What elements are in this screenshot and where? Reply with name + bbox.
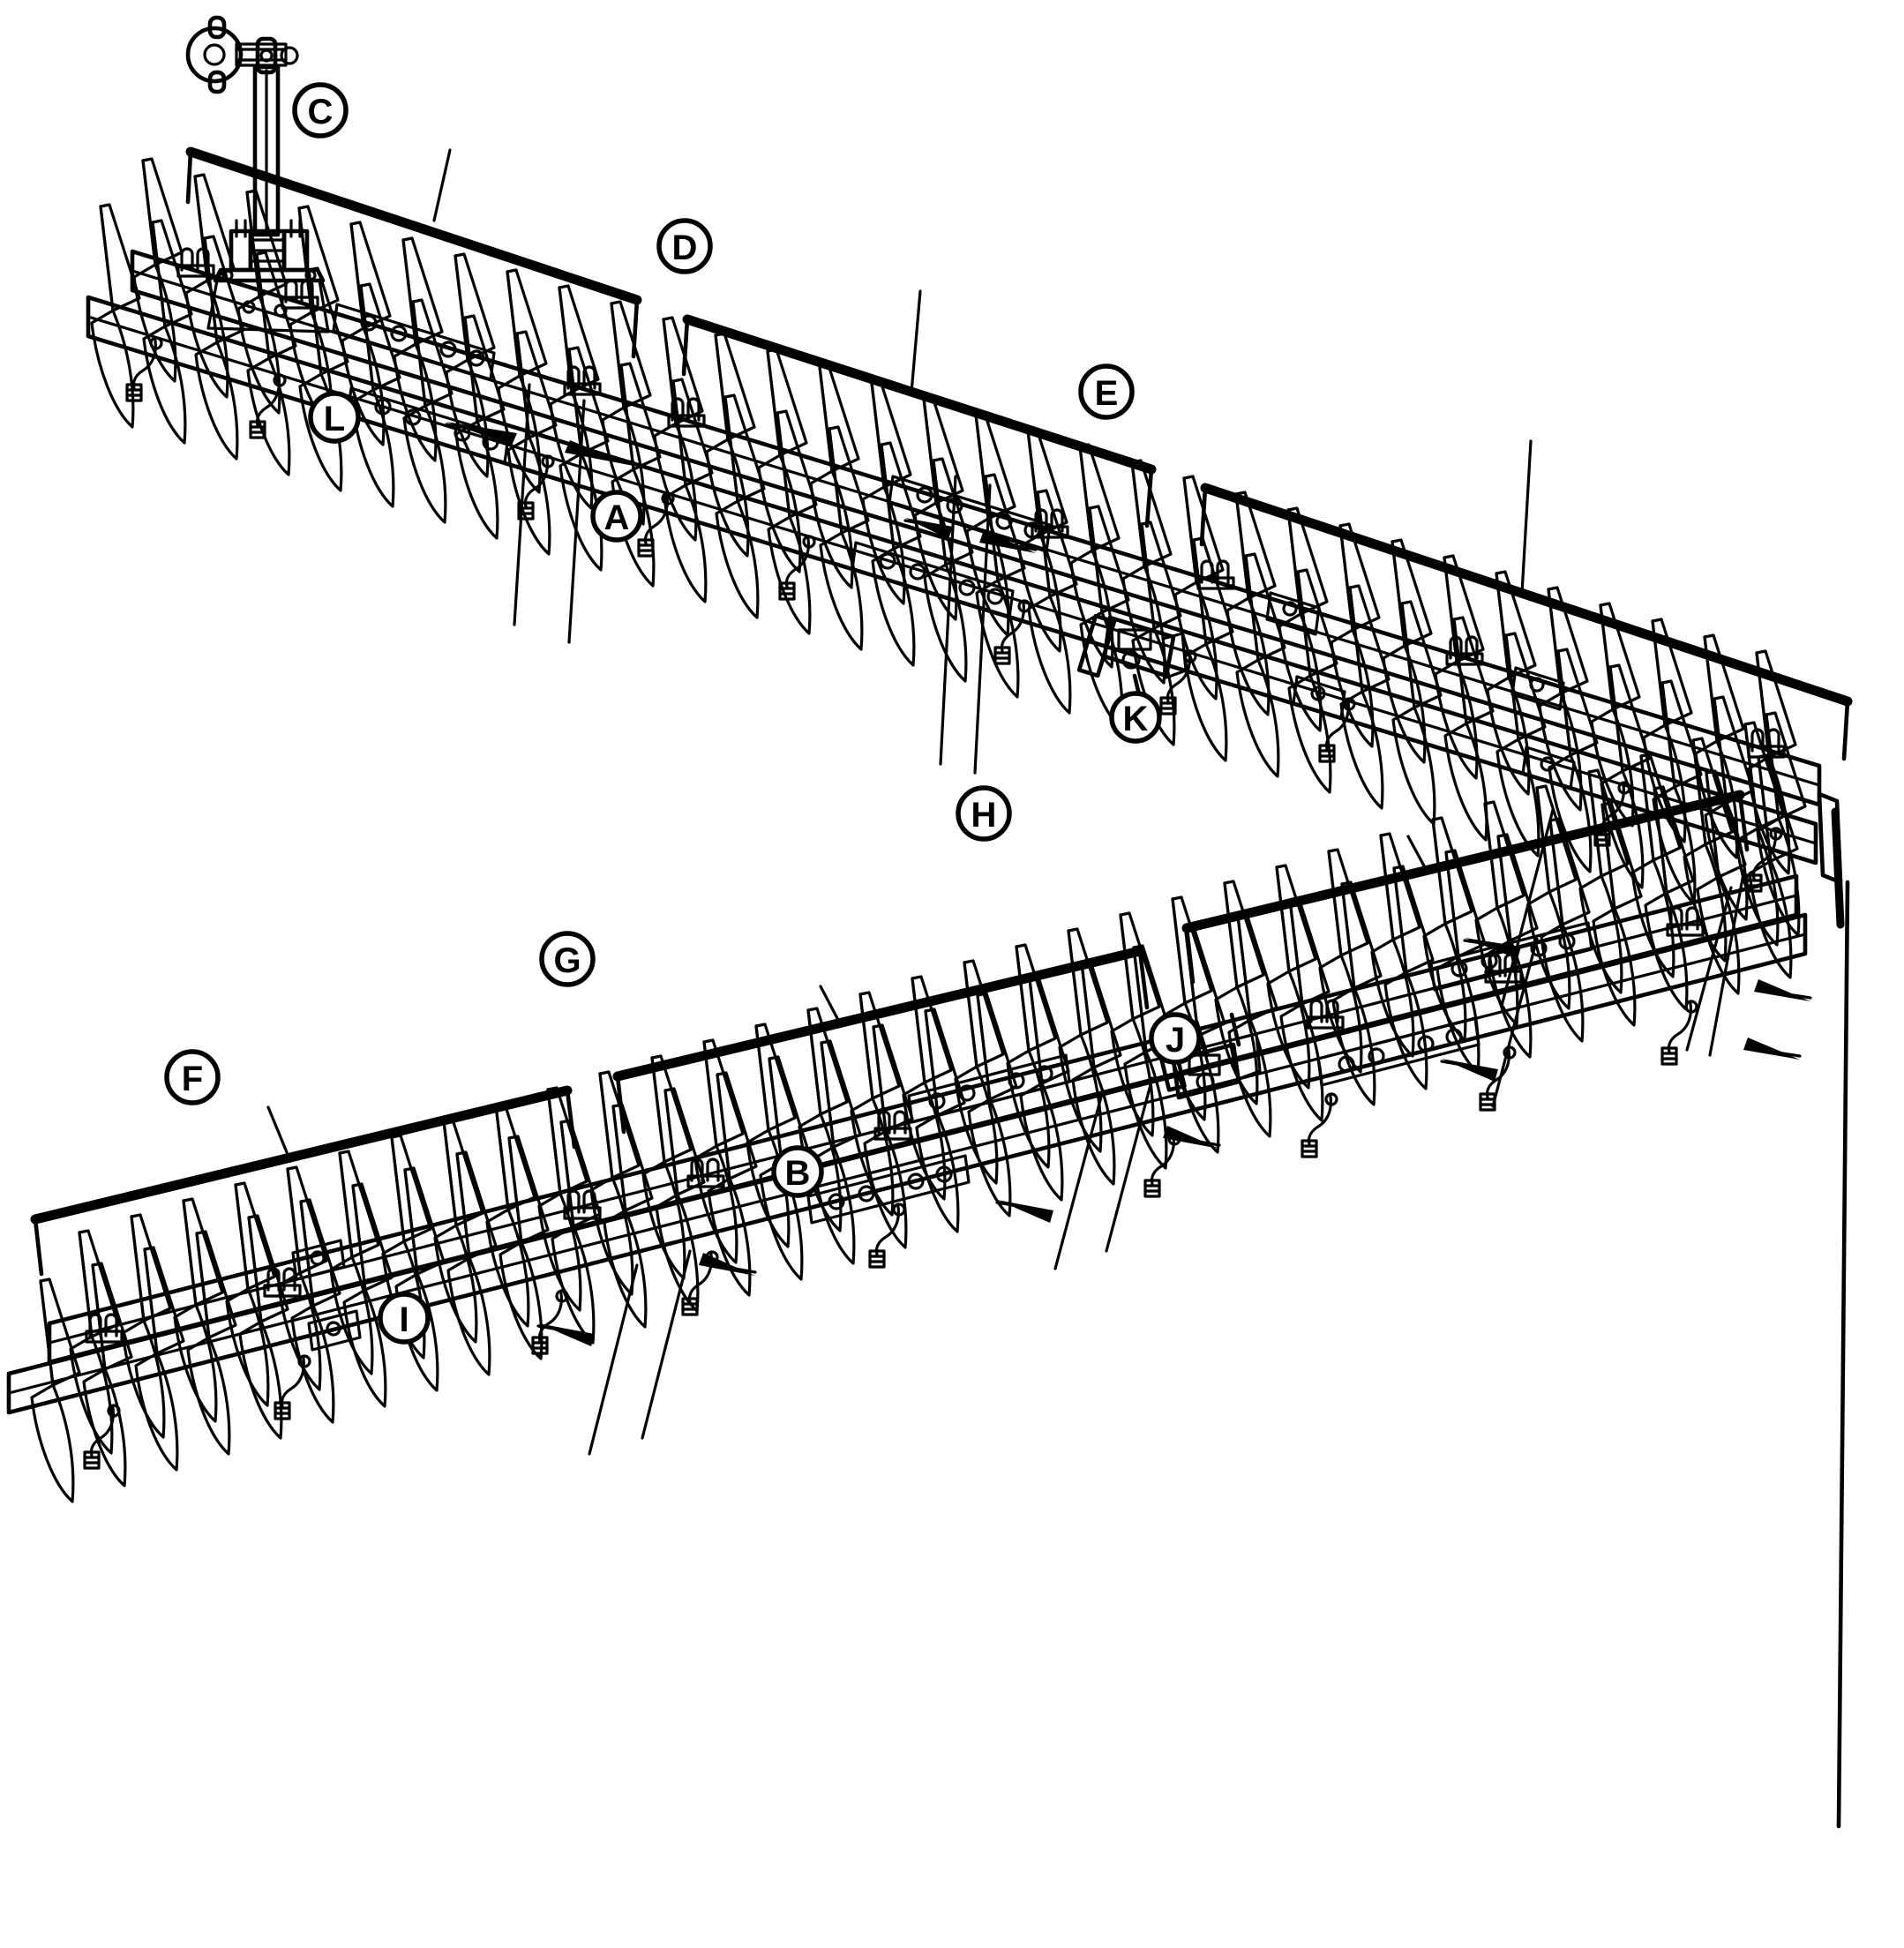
- bearing-hanger: [1143, 1132, 1181, 1198]
- callout-F-label: F: [182, 1060, 203, 1098]
- callout-E-label: E: [1095, 374, 1119, 413]
- callout-H-label: H: [971, 796, 997, 835]
- dimension-I: [536, 1249, 757, 1456]
- callout-I-label: I: [399, 1300, 409, 1339]
- callout-A-label: A: [604, 498, 630, 537]
- scraper-bar: [1316, 1016, 1480, 1087]
- section-bracket-D: [681, 289, 1157, 528]
- dimension-A: [903, 475, 1038, 775]
- callout-G-label: G: [553, 941, 581, 980]
- callout-F[interactable]: F: [164, 1049, 221, 1105]
- callout-B-label: B: [785, 1154, 811, 1193]
- bearing-hanger: [1479, 1045, 1517, 1112]
- bearing-hanger: [993, 599, 1031, 665]
- rear-near-discs: [30, 753, 1799, 1503]
- callout-J[interactable]: J: [1149, 1012, 1202, 1065]
- callout-I[interactable]: I: [378, 1292, 431, 1345]
- scraper-bar: [307, 1309, 362, 1352]
- callout-balloons: C D E L A K H G: [164, 82, 1202, 1345]
- rear-gang-near-shaft: [6, 753, 1808, 1503]
- dimension-L: [445, 383, 635, 644]
- callout-C-label: C: [308, 93, 334, 131]
- scraper-bar: [851, 541, 1015, 619]
- gang-shaft-front-near: [86, 295, 1818, 865]
- callout-D-label: D: [672, 229, 698, 267]
- rear-gang-assembly: [6, 721, 1808, 1503]
- dimension-J: [1440, 886, 1812, 1108]
- scraper-bar: [1292, 675, 1346, 720]
- front-gang-near-shaft: [86, 203, 1818, 937]
- callout-D[interactable]: D: [656, 218, 713, 274]
- rear-far-discs: [69, 721, 1786, 1455]
- scraper-bar: [1521, 745, 1576, 790]
- section-bracket-E: [1199, 439, 1853, 761]
- callout-L[interactable]: L: [308, 391, 361, 444]
- callout-J-label: J: [1166, 1021, 1185, 1060]
- callout-L-label: L: [324, 400, 345, 438]
- dimension-B: [995, 1076, 1221, 1270]
- callout-E[interactable]: E: [1078, 363, 1135, 420]
- gang-end-plate: [1817, 791, 1845, 929]
- bearing-hanger: [868, 1203, 906, 1269]
- callout-B[interactable]: B: [771, 1145, 824, 1198]
- callout-A[interactable]: A: [590, 490, 643, 543]
- gang-shaft-rear-near: [6, 912, 1808, 1415]
- reference-line-right: [1836, 880, 1850, 1829]
- crank-handle: [185, 15, 299, 94]
- front-far-discs: [132, 157, 1797, 875]
- callout-H[interactable]: H: [956, 785, 1012, 842]
- scraper-bar: [806, 1154, 971, 1225]
- callout-K[interactable]: K: [1109, 691, 1162, 744]
- front-gang-assembly: [86, 15, 1853, 937]
- callout-K-label: K: [1123, 700, 1149, 738]
- callout-C[interactable]: C: [292, 82, 349, 139]
- callout-G[interactable]: G: [539, 931, 596, 987]
- u-bolt-clamp: [686, 1158, 725, 1188]
